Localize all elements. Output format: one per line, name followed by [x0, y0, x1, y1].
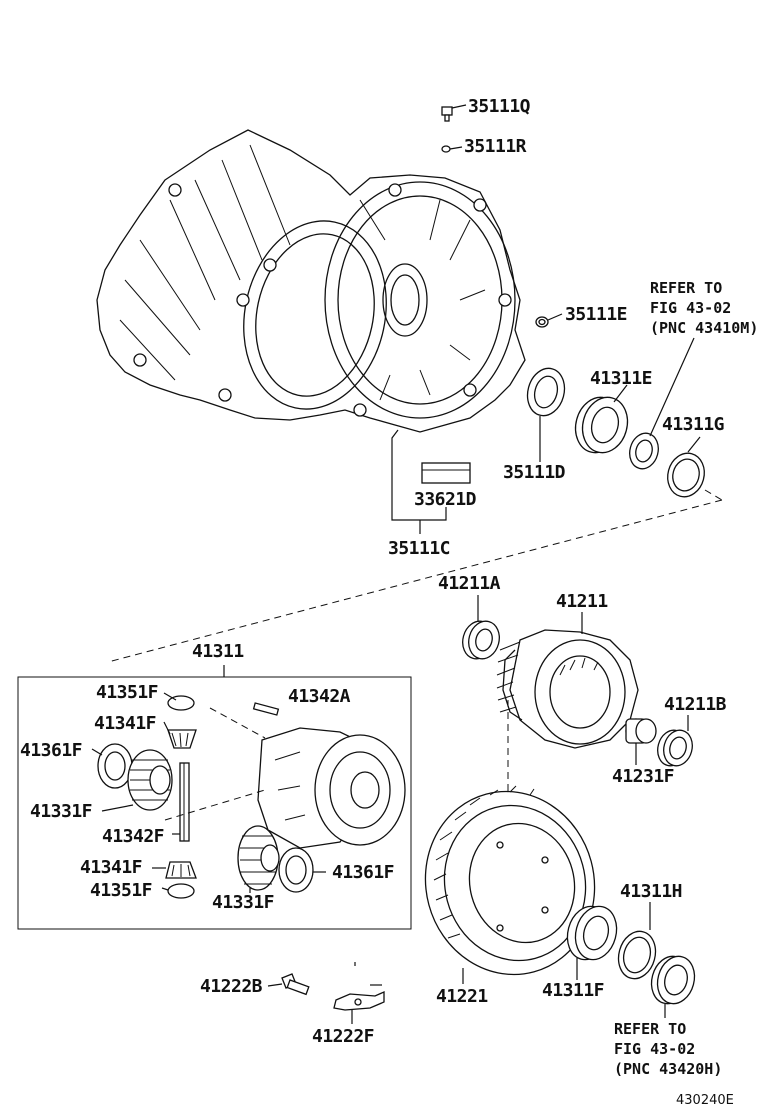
lock-plate-41222F — [333, 990, 385, 1011]
shim-41311G — [667, 452, 705, 498]
label-35111D: 35111D — [503, 462, 566, 483]
figure-reference: 430240E — [676, 1093, 734, 1108]
pinion-shaft-41342F — [179, 762, 190, 842]
washer-35111R — [441, 145, 451, 153]
bearing-41231F — [625, 718, 657, 744]
refer-note-bottom-line-3: (PNC 43420H) — [614, 1060, 722, 1078]
label-41331F-left: 41331F — [30, 801, 92, 822]
refer-note-top-line-1: REFER TO — [650, 279, 722, 297]
label-35111C: 35111C — [388, 538, 450, 559]
transaxle-housing — [96, 129, 526, 433]
label-41341F-bottom: 41341F — [80, 857, 142, 878]
bearing-41311E — [574, 396, 629, 454]
refer-note-top: REFER TO FIG 43-02 (PNC 43410M) — [650, 279, 758, 337]
label-41211B: 41211B — [664, 694, 727, 715]
pin-41342A — [252, 702, 280, 716]
pinion-41341F-bottom — [165, 861, 197, 879]
label-41331F-bottom: 41331F — [212, 892, 274, 913]
label-41231F: 41231F — [612, 766, 674, 787]
label-41351F-bottom: 41351F — [90, 880, 152, 901]
label-41221: 41221 — [436, 986, 488, 1007]
label-41361F-left: 41361F — [20, 740, 82, 761]
refer-note-bottom-line-1: REFER TO — [614, 1020, 686, 1038]
refer-note-bottom: REFER TO FIG 43-02 (PNC 43420H) — [614, 1020, 722, 1078]
label-41361F-right: 41361F — [332, 862, 394, 883]
label-35111R: 35111R — [464, 136, 527, 157]
bearing-41211B — [657, 729, 693, 767]
label-41311H: 41311H — [620, 881, 682, 902]
refer-note-bottom-line-2: FIG 43-02 — [614, 1040, 695, 1058]
oil-seal-35111D — [526, 367, 566, 417]
label-41211A: 41211A — [438, 573, 501, 594]
side-gear-41331F-left — [127, 749, 173, 811]
refer-note-top-line-2: FIG 43-02 — [650, 299, 731, 317]
differential-case — [257, 727, 406, 849]
label-41222F: 41222F — [312, 1026, 374, 1047]
label-41311E: 41311E — [590, 368, 652, 389]
bearing-race-43410M — [629, 432, 659, 470]
label-41311G: 41311G — [662, 414, 724, 435]
label-41311F: 41311F — [542, 980, 604, 1001]
ring-gear-41221 — [424, 785, 596, 976]
label-41351F-top: 41351F — [96, 682, 158, 703]
label-35111E: 35111E — [565, 304, 627, 325]
label-41211: 41211 — [556, 591, 608, 612]
side-gear-41331F-bottom — [237, 825, 280, 891]
differential-assembly-box — [17, 676, 412, 930]
bearing-race-43420H — [650, 955, 696, 1005]
refer-note-top-line-3: (PNC 43410M) — [650, 319, 758, 337]
shim-41311H — [617, 930, 657, 980]
label-41342F: 41342F — [102, 826, 164, 847]
label-41222B: 41222B — [200, 976, 263, 997]
bearing-41211A — [462, 620, 500, 660]
oring-35111E — [535, 316, 549, 328]
label-35111Q: 35111Q — [468, 96, 531, 117]
pinion-41341F-top — [167, 729, 197, 749]
bearing-41311F — [566, 905, 618, 961]
label-41341F-top: 41341F — [94, 713, 156, 734]
thrust-washer-41361F-right — [278, 847, 314, 893]
bolt-41222B — [281, 973, 310, 996]
thrust-washer-41361F-left — [97, 743, 133, 789]
label-33621D: 33621D — [414, 489, 477, 510]
label-41342A: 41342A — [288, 686, 351, 707]
label-plate-33621D — [421, 462, 471, 484]
plug-35111Q — [441, 106, 453, 122]
label-41311: 41311 — [192, 641, 244, 662]
washer-41351F-bottom — [167, 883, 195, 899]
counter-gear-41211 — [496, 629, 639, 749]
